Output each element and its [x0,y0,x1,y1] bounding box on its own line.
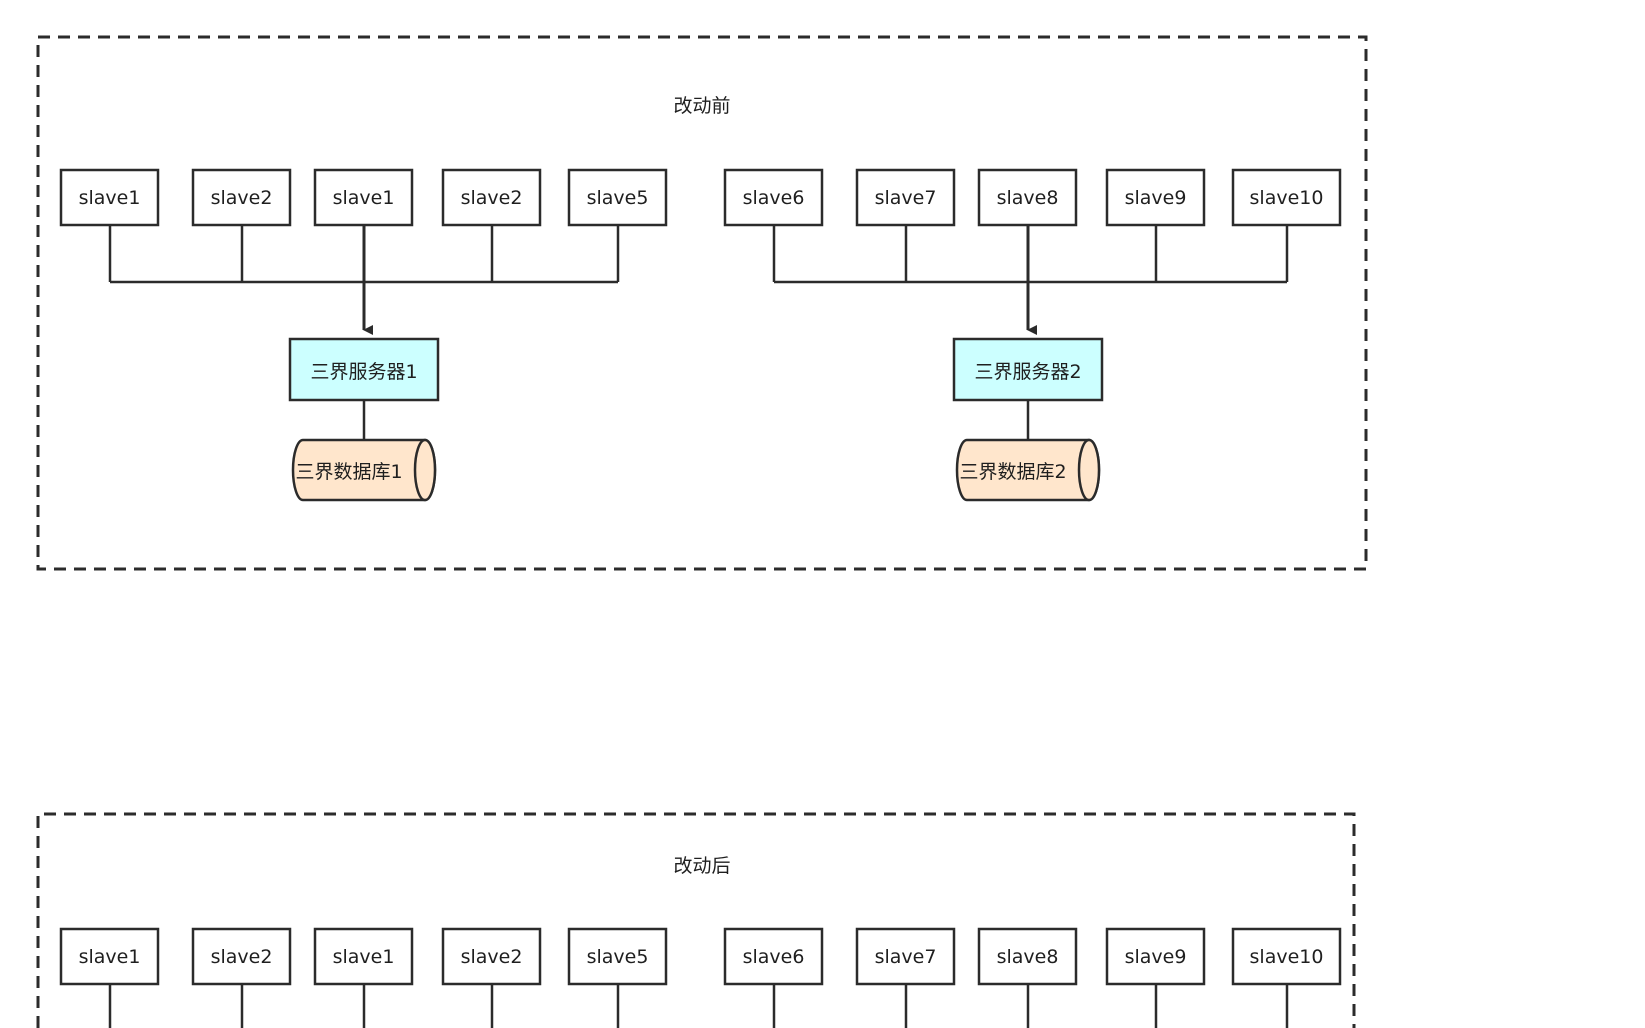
slave-node[interactable]: slave2 [441,168,542,227]
slave-label: slave8 [997,946,1059,968]
server-node-2[interactable]: 三界服务器2 [952,337,1104,402]
slave-node[interactable]: slave8 [977,927,1078,986]
slave-node[interactable]: slave1 [313,927,414,986]
database-label-2: 三界数据库2 [959,461,1066,483]
slave-node[interactable]: slave9 [1105,168,1206,227]
database-label-1: 三界数据库1 [295,461,402,483]
slave-node[interactable]: slave10 [1231,168,1342,227]
slave-node[interactable]: slave5 [567,927,668,986]
slave-label: slave1 [79,946,141,968]
group2-connectors [772,225,1289,440]
slave-node[interactable]: slave7 [855,927,956,986]
slave-label: slave9 [1125,187,1187,209]
server-label-2: 三界服务器2 [974,361,1081,383]
slave-node[interactable]: slave2 [441,927,542,986]
slave-label: slave2 [211,946,273,968]
before-title: 改动前 [673,95,730,117]
slave-node[interactable]: slave10 [1231,927,1342,986]
slave-label: slave2 [461,187,523,209]
slave-label: slave2 [461,946,523,968]
database-node-2[interactable]: 三界数据库2 [955,438,1101,502]
after-frame: 改动后 slave1 slave2 slave1 slave2 slave5 s… [36,812,1356,1028]
database-node-1[interactable]: 三界数据库1 [291,438,437,502]
slave-label: slave10 [1250,187,1324,209]
slave-label: slave1 [79,187,141,209]
slave-node[interactable]: slave7 [855,168,956,227]
after-connectors [108,984,1289,1028]
slave-node[interactable]: slave9 [1105,927,1206,986]
slave-node[interactable]: slave1 [313,168,414,227]
slave-label: slave8 [997,187,1059,209]
slave-node[interactable]: slave1 [59,927,160,986]
slave-node[interactable]: slave6 [723,168,824,227]
slave-label: slave7 [875,187,937,209]
slave-node[interactable]: slave5 [567,168,668,227]
before-frame: 改动前 slave1 slave2 slave1 slave2 slave5 [36,35,1368,571]
slave-node[interactable]: slave2 [191,168,292,227]
after-frame-border [36,812,1356,1028]
slave-label: slave1 [333,187,395,209]
server-label-1: 三界服务器1 [310,361,417,383]
slave-label: slave5 [587,946,649,968]
slave-node[interactable]: slave2 [191,927,292,986]
slave-node[interactable]: slave1 [59,168,160,227]
slave-label: slave2 [211,187,273,209]
after-title: 改动后 [673,855,730,877]
slave-label: slave7 [875,946,937,968]
slave-label: slave6 [743,187,805,209]
slave-node[interactable]: slave6 [723,927,824,986]
slave-label: slave9 [1125,946,1187,968]
slave-node[interactable]: slave8 [977,168,1078,227]
slave-label: slave1 [333,946,395,968]
server-node-1[interactable]: 三界服务器1 [288,337,440,402]
slave-label: slave5 [587,187,649,209]
group1-connectors [108,225,620,440]
slave-label: slave10 [1250,946,1324,968]
before-frame-border [36,35,1368,571]
slave-label: slave6 [743,946,805,968]
